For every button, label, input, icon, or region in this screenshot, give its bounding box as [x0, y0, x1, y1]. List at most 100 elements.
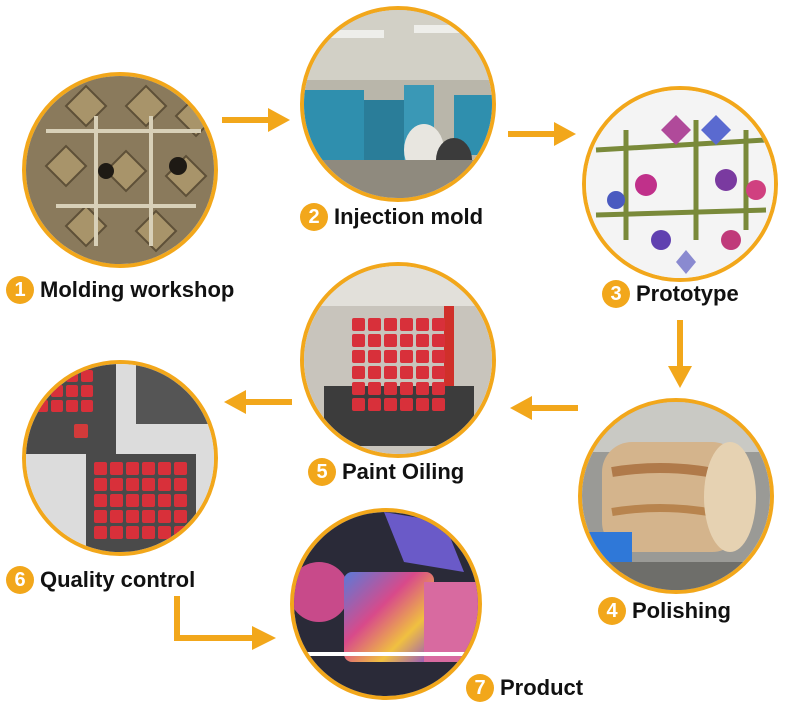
red-die: [51, 400, 63, 412]
red-die: [126, 510, 139, 523]
red-die: [352, 398, 365, 411]
step-number-badge: 3: [602, 280, 630, 308]
step-number-badge: 6: [6, 566, 34, 594]
quality-control-dice-photo: [22, 360, 218, 556]
red-die: [174, 478, 187, 491]
step-number-badge: 2: [300, 203, 328, 231]
red-die: [368, 318, 381, 331]
red-die: [94, 510, 107, 523]
red-die: [400, 318, 413, 331]
red-die: [384, 318, 397, 331]
red-die: [174, 494, 187, 507]
step-number-badge: 7: [466, 674, 494, 702]
red-die: [126, 462, 139, 475]
red-die: [142, 526, 155, 539]
red-die: [142, 510, 155, 523]
red-die: [416, 366, 429, 379]
step-label: Prototype: [636, 281, 739, 307]
red-die: [126, 478, 139, 491]
red-die: [352, 334, 365, 347]
red-die: [416, 334, 429, 347]
red-die: [174, 462, 187, 475]
arrow-down-icon: [668, 320, 692, 390]
red-die: [384, 334, 397, 347]
red-die: [368, 334, 381, 347]
step-paint-oiling: 5 Paint Oiling: [308, 458, 464, 486]
prototype-dice-sprues-photo: [582, 86, 778, 282]
red-die: [142, 494, 155, 507]
red-die: [142, 478, 155, 491]
red-die: [94, 494, 107, 507]
step-product: 7 Product: [466, 674, 583, 702]
red-die: [110, 478, 123, 491]
red-die: [174, 526, 187, 539]
red-die: [432, 382, 445, 395]
step-number-badge: 4: [598, 597, 626, 625]
red-die: [384, 382, 397, 395]
red-die: [110, 462, 123, 475]
arrow-left-icon: [222, 390, 292, 414]
red-die: [36, 400, 48, 412]
red-die: [432, 334, 445, 347]
red-die: [126, 526, 139, 539]
red-die: [416, 398, 429, 411]
step-prototype: 3 Prototype: [602, 280, 739, 308]
red-die: [81, 385, 93, 397]
red-die: [158, 462, 171, 475]
paint-oiling-tray-photo: [300, 262, 496, 458]
step-number-badge: 5: [308, 458, 336, 486]
red-die: [352, 318, 365, 331]
red-die: [94, 526, 107, 539]
red-die: [36, 370, 48, 382]
red-die: [384, 398, 397, 411]
step-polishing: 4 Polishing: [598, 597, 731, 625]
molding-workshop-photo: [22, 72, 218, 268]
arrow-elbow-icon: [170, 596, 280, 656]
red-die: [142, 462, 155, 475]
step-label: Polishing: [632, 598, 731, 624]
red-die: [158, 526, 171, 539]
red-die: [352, 350, 365, 363]
red-die: [432, 318, 445, 331]
red-die: [158, 478, 171, 491]
step-label: Product: [500, 675, 583, 701]
step-label: Molding workshop: [40, 277, 234, 303]
red-die: [368, 382, 381, 395]
inspected-dice-icon: [26, 364, 214, 552]
step-label: Paint Oiling: [342, 459, 464, 485]
red-die: [384, 350, 397, 363]
dice-sprue-icon: [586, 90, 774, 278]
rainbow-dice-icon: [294, 512, 478, 696]
red-die: [432, 350, 445, 363]
red-die: [81, 400, 93, 412]
red-die: [352, 366, 365, 379]
red-die: [416, 382, 429, 395]
red-die: [368, 366, 381, 379]
mold-plate-icon: [26, 76, 214, 264]
product-dice-photo: [290, 508, 482, 700]
red-die: [110, 510, 123, 523]
red-die: [400, 382, 413, 395]
red-die: [110, 494, 123, 507]
red-die: [81, 370, 93, 382]
red-die: [110, 526, 123, 539]
red-die: [432, 366, 445, 379]
factory-interior-icon: [304, 10, 492, 198]
red-die: [400, 398, 413, 411]
step-quality-control: 6 Quality control: [6, 566, 195, 594]
red-die: [66, 385, 78, 397]
red-die: [368, 398, 381, 411]
arrow-right-icon: [222, 108, 292, 132]
red-die: [94, 462, 107, 475]
red-die: [51, 370, 63, 382]
red-die: [36, 385, 48, 397]
red-die: [158, 510, 171, 523]
step-injection-mold: 2 Injection mold: [300, 203, 483, 231]
red-die: [400, 366, 413, 379]
red-die: [432, 398, 445, 411]
red-die: [416, 318, 429, 331]
red-die: [94, 478, 107, 491]
red-die: [174, 510, 187, 523]
injection-mold-factory-photo: [300, 6, 496, 202]
arrow-left-icon: [508, 396, 578, 420]
